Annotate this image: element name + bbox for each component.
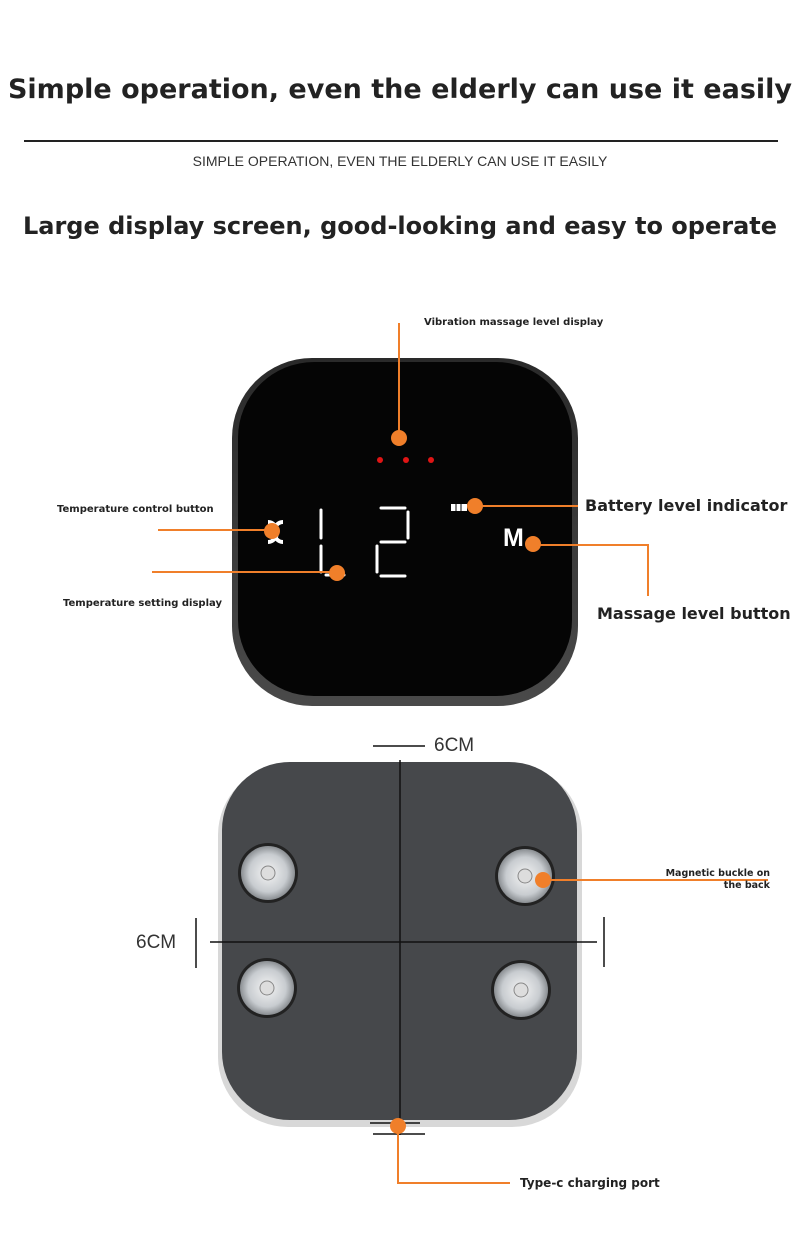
main-title: Simple operation, even the elderly can u… — [7, 74, 793, 105]
label-magnetic-line1: Magnetic buckle on — [665, 868, 770, 879]
height-dimension: 6CM — [136, 932, 177, 953]
device-front: M — [232, 358, 578, 706]
vibration-led — [428, 457, 434, 463]
label-magnetic-line2: the back — [723, 880, 770, 891]
label-massage-button: Massage level button — [597, 604, 791, 623]
magnet-icon — [237, 958, 297, 1018]
label-battery: Battery level indicator — [585, 496, 788, 515]
callout-dots — [264, 430, 551, 1134]
magnet-icon — [495, 846, 555, 906]
label-port: Type-c charging port — [520, 1176, 660, 1190]
seven-segment-display — [319, 506, 410, 578]
label-temp-button: Temperature control button — [57, 504, 214, 515]
vibration-led — [377, 457, 383, 463]
label-temp-display: Temperature setting display — [63, 598, 222, 609]
width-dimension: 6CM — [434, 735, 475, 756]
battery-icon — [451, 504, 467, 511]
divider — [24, 140, 778, 142]
vibration-led — [403, 457, 409, 463]
subtitle: SIMPLE OPERATION, EVEN THE ELDERLY CAN U… — [192, 153, 608, 169]
magnet-icon — [491, 960, 551, 1020]
magnet-icon — [238, 843, 298, 903]
dimension-lines — [195, 745, 605, 1135]
section-title: Large display screen, good-looking and e… — [22, 212, 778, 240]
callout-lines — [152, 323, 768, 1184]
massage-button-m[interactable]: M — [503, 524, 524, 552]
label-vibration: Vibration massage level display — [424, 317, 604, 328]
label-magnetic: Magnetic buckle on the back — [666, 868, 770, 892]
